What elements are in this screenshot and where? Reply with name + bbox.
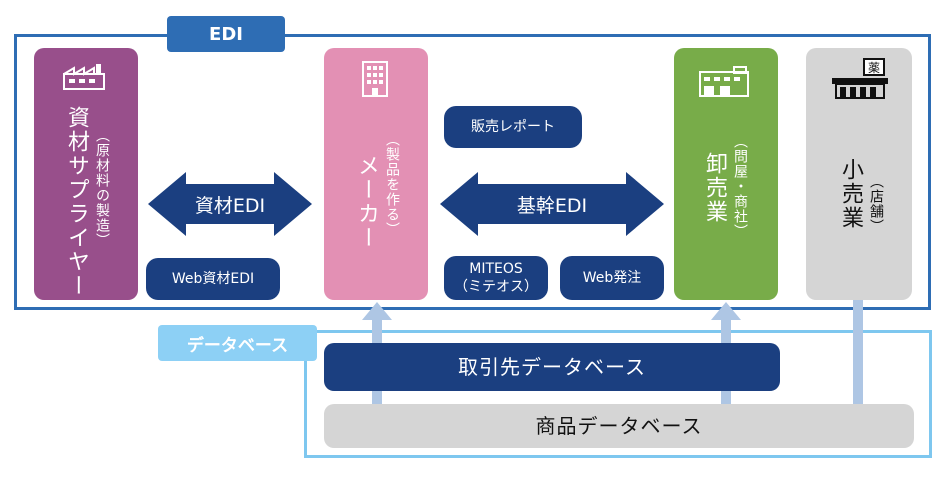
office-building-icon [362, 61, 388, 97]
edi-frame [14, 34, 931, 310]
wholesale-title: 卸売業 [702, 152, 727, 224]
warehouse-icon [699, 66, 749, 97]
maker-title: メーカー [354, 154, 379, 250]
maker-subtitle: （製品を作る） [384, 132, 400, 237]
wholesale-column: 卸売業 （問屋・商社） [674, 48, 778, 300]
kikan-edi-label: 基幹EDI [516, 194, 588, 217]
factory-icon [63, 64, 105, 90]
maker-column: メーカー （製品を作る） [324, 48, 428, 300]
shizai-edi-arrow [148, 172, 312, 236]
retail-column: 薬 小売業 （店舗） [806, 48, 912, 300]
retail-connector [853, 300, 863, 406]
miteos-line2: （ミテオス） [454, 279, 538, 295]
product-database-bar: 商品データベース [324, 404, 914, 448]
retail-subtitle: （店舗） [868, 174, 884, 234]
database-frame [304, 330, 932, 458]
web-shizai-edi-pill: Web資材EDI [146, 258, 280, 300]
miteos-pill: MITEOS （ミテオス） [444, 256, 548, 300]
retail-title: 小売業 [838, 158, 863, 230]
pharmacy-sign-text: 薬 [868, 61, 880, 75]
wholesale-subtitle: （問屋・商社） [732, 134, 748, 239]
supplier-title: 資材サプライヤー [64, 106, 89, 298]
pharmacy-store-icon: 薬 [832, 58, 888, 99]
edi-label: EDI [167, 16, 285, 52]
miteos-line1: MITEOS [469, 261, 523, 277]
partner-database-bar: 取引先データベース [324, 343, 780, 391]
supplier-column: 資材サプライヤー （原材料の製造） [34, 48, 138, 300]
supplier-subtitle: （原材料の製造） [94, 128, 110, 248]
shizai-edi-label: 資材EDI [194, 194, 266, 217]
sales-report-pill: 販売レポート [444, 106, 582, 148]
kikan-edi-arrow [440, 172, 664, 236]
web-order-pill: Web発注 [560, 256, 664, 300]
database-label: データベース [158, 325, 317, 361]
